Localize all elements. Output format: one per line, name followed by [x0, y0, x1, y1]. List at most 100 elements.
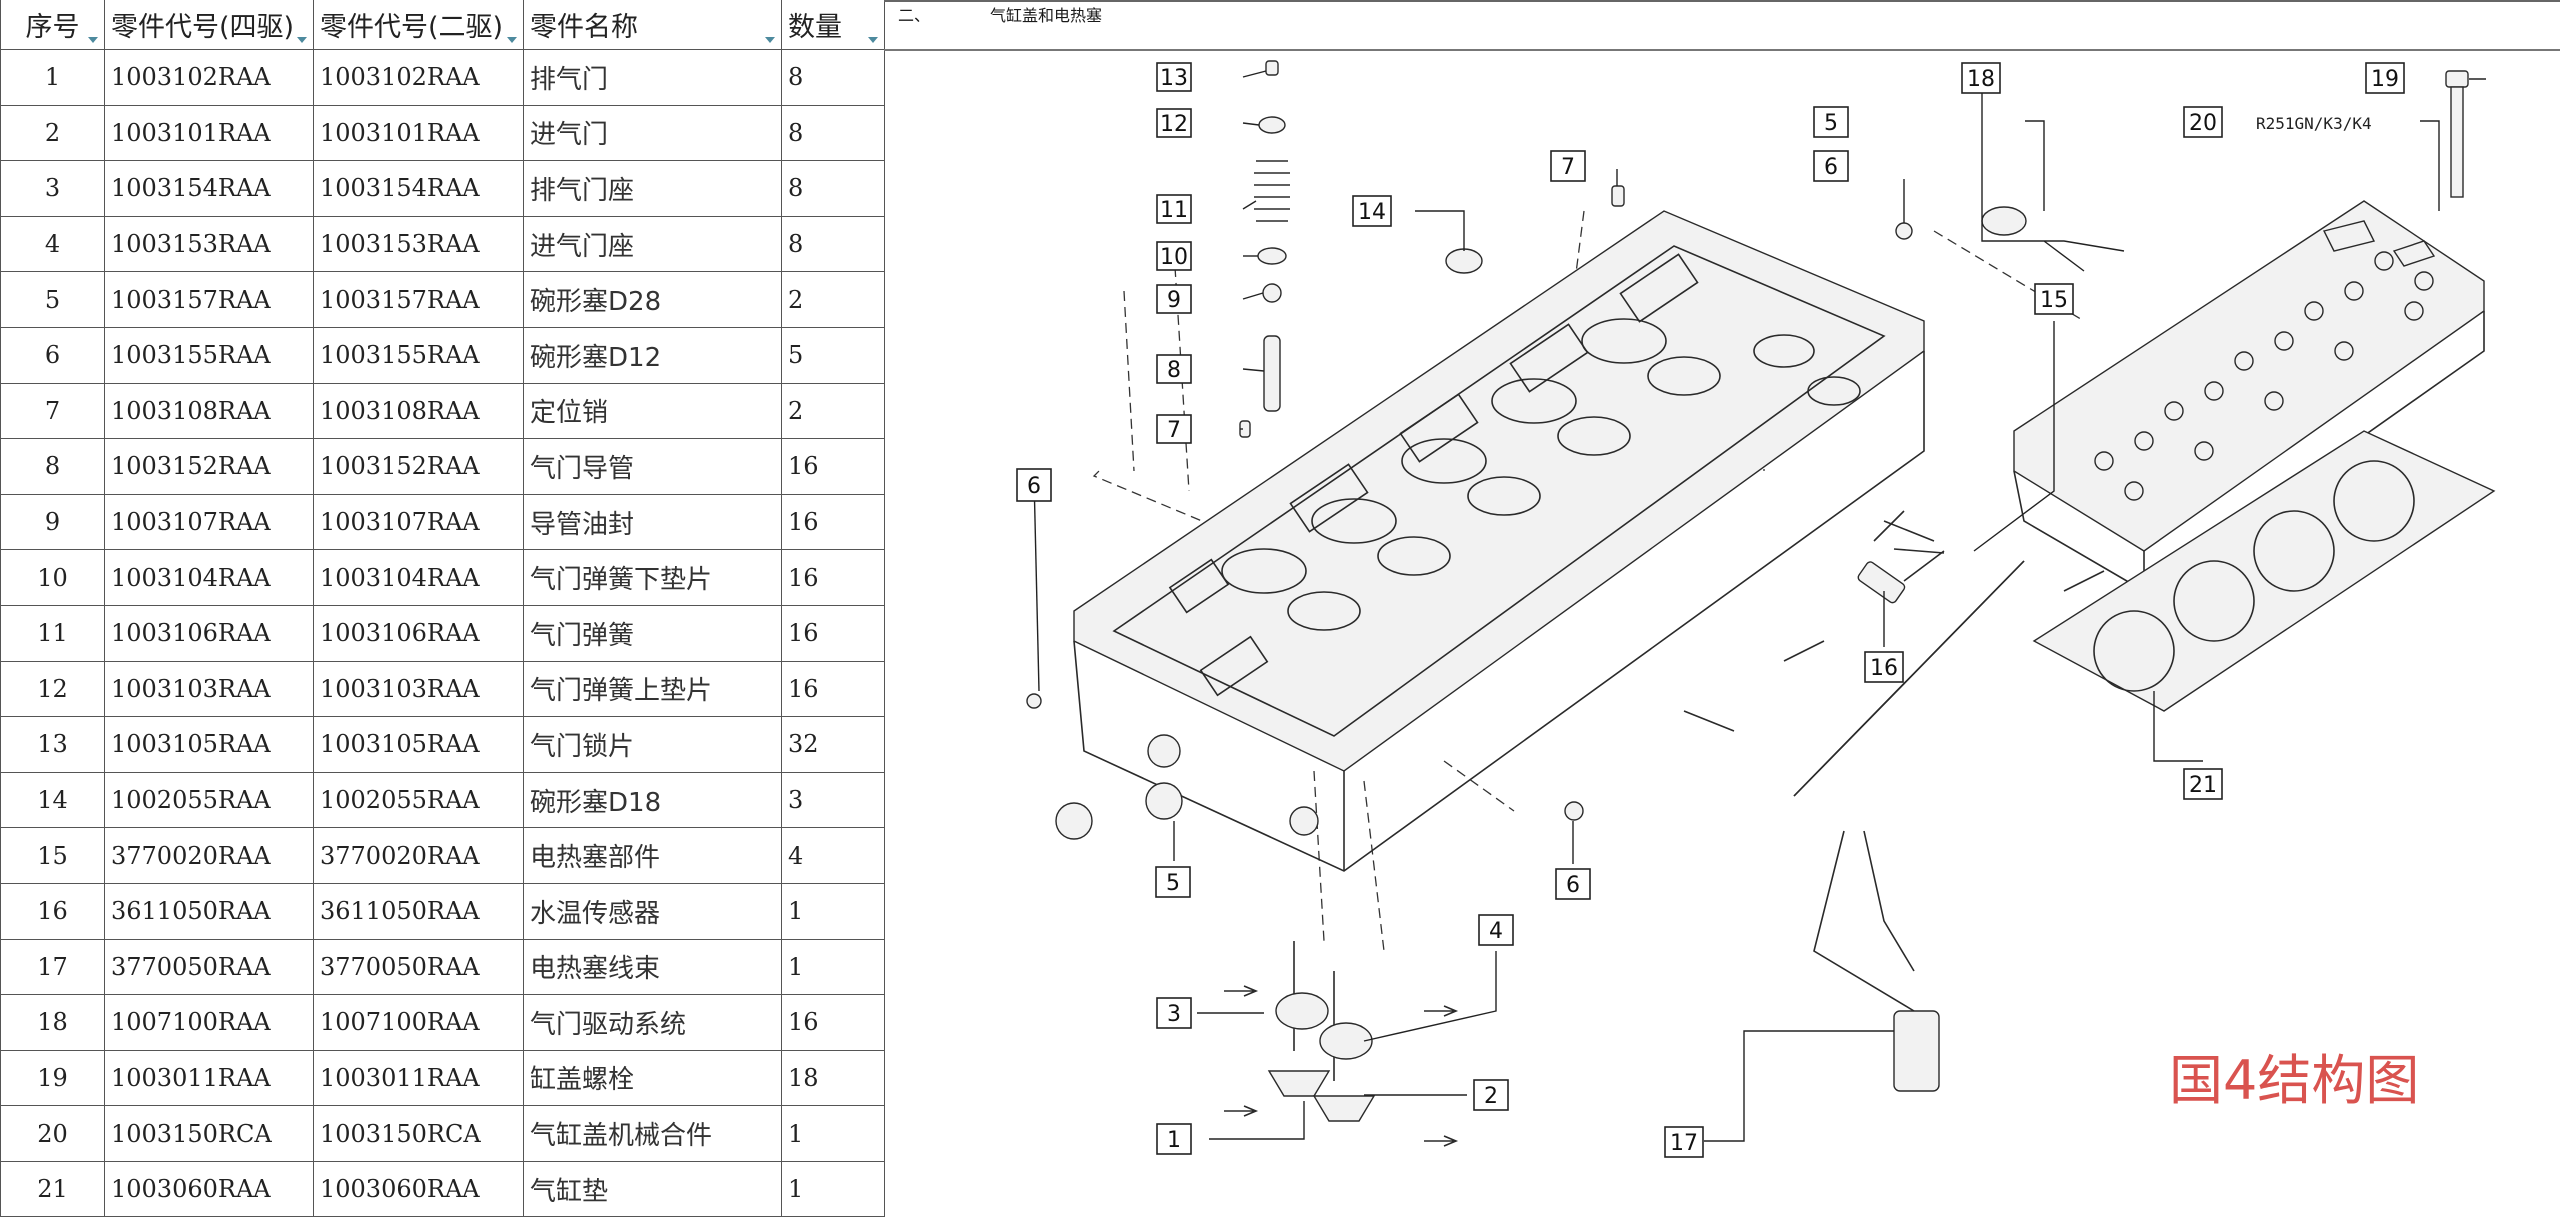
- cell-quantity[interactable]: 8: [781, 104, 885, 162]
- cell-part-code-2wd[interactable]: 1003101RAA: [313, 104, 524, 162]
- cell-part-code-2wd[interactable]: 1003154RAA: [313, 160, 524, 217]
- cell-seq[interactable]: 17: [0, 938, 105, 996]
- cell-part-name[interactable]: 排气门座: [523, 160, 782, 217]
- cell-seq[interactable]: 1: [0, 49, 105, 106]
- cell-seq[interactable]: 11: [0, 604, 105, 662]
- cell-quantity[interactable]: 32: [781, 716, 885, 773]
- filter-dropdown-icon[interactable]: [507, 37, 517, 43]
- cell-part-name[interactable]: 气门驱动系统: [523, 994, 782, 1051]
- cell-part-code-2wd[interactable]: 1002055RAA: [313, 771, 524, 829]
- cell-part-code-4wd[interactable]: 1003104RAA: [104, 549, 314, 606]
- cell-part-code-4wd[interactable]: 1002055RAA: [104, 771, 314, 829]
- cell-seq[interactable]: 18: [0, 994, 105, 1051]
- header-part-code-2wd[interactable]: 零件代号(二驱): [313, 0, 524, 50]
- cell-quantity[interactable]: 16: [781, 438, 885, 495]
- cell-seq[interactable]: 16: [0, 882, 105, 940]
- cell-part-code-2wd[interactable]: 3611050RAA: [313, 882, 524, 940]
- filter-dropdown-icon[interactable]: [868, 37, 878, 43]
- cell-seq[interactable]: 15: [0, 827, 105, 884]
- cell-quantity[interactable]: 18: [781, 1049, 885, 1107]
- cell-part-name[interactable]: 进气门座: [523, 215, 782, 273]
- cell-quantity[interactable]: 1: [781, 882, 885, 940]
- cell-seq[interactable]: 5: [0, 271, 105, 328]
- cell-quantity[interactable]: 1: [781, 1160, 885, 1217]
- cell-part-code-4wd[interactable]: 1003155RAA: [104, 326, 314, 384]
- cell-quantity[interactable]: 16: [781, 994, 885, 1051]
- cell-part-name[interactable]: 碗形塞D28: [523, 271, 782, 328]
- cell-part-name[interactable]: 碗形塞D12: [523, 326, 782, 384]
- cell-seq[interactable]: 19: [0, 1049, 105, 1107]
- cell-part-code-4wd[interactable]: 1003060RAA: [104, 1160, 314, 1217]
- cell-part-code-2wd[interactable]: 1003060RAA: [313, 1160, 524, 1217]
- cell-part-code-4wd[interactable]: 1007100RAA: [104, 994, 314, 1051]
- cell-part-code-4wd[interactable]: 1003102RAA: [104, 49, 314, 106]
- cell-seq[interactable]: 6: [0, 326, 105, 384]
- cell-quantity[interactable]: 2: [781, 271, 885, 328]
- cell-part-code-4wd[interactable]: 1003154RAA: [104, 160, 314, 217]
- cell-part-code-2wd[interactable]: 1003102RAA: [313, 49, 524, 106]
- header-part-name[interactable]: 零件名称: [523, 0, 782, 50]
- cell-part-code-4wd[interactable]: 3770050RAA: [104, 938, 314, 996]
- cell-part-name[interactable]: 气缸垫: [523, 1160, 782, 1217]
- cell-quantity[interactable]: 16: [781, 493, 885, 551]
- cell-part-name[interactable]: 碗形塞D18: [523, 771, 782, 829]
- cell-quantity[interactable]: 3: [781, 771, 885, 829]
- header-seq[interactable]: 序号: [0, 0, 105, 50]
- cell-quantity[interactable]: 1: [781, 1105, 885, 1162]
- header-quantity[interactable]: 数量: [781, 0, 885, 50]
- cell-part-name[interactable]: 气门弹簧下垫片: [523, 549, 782, 606]
- cell-seq[interactable]: 7: [0, 382, 105, 440]
- cell-part-name[interactable]: 气缸盖机械合件: [523, 1105, 782, 1162]
- cell-quantity[interactable]: 16: [781, 604, 885, 662]
- cell-seq[interactable]: 9: [0, 493, 105, 551]
- cell-part-name[interactable]: 水温传感器: [523, 882, 782, 940]
- cell-part-code-4wd[interactable]: 1003106RAA: [104, 604, 314, 662]
- cell-part-code-4wd[interactable]: 1003108RAA: [104, 382, 314, 440]
- cell-seq[interactable]: 8: [0, 438, 105, 495]
- filter-dropdown-icon[interactable]: [765, 37, 775, 43]
- cell-quantity[interactable]: 8: [781, 49, 885, 106]
- cell-part-code-4wd[interactable]: 1003101RAA: [104, 104, 314, 162]
- cell-seq[interactable]: 2: [0, 104, 105, 162]
- cell-part-code-4wd[interactable]: 1003103RAA: [104, 660, 314, 718]
- cell-part-code-4wd[interactable]: 1003105RAA: [104, 716, 314, 773]
- cell-part-name[interactable]: 缸盖螺栓: [523, 1049, 782, 1107]
- cell-part-code-2wd[interactable]: 1003105RAA: [313, 716, 524, 773]
- cell-part-name[interactable]: 气门导管: [523, 438, 782, 495]
- cell-part-code-4wd[interactable]: 1003157RAA: [104, 271, 314, 328]
- header-part-code-4wd[interactable]: 零件代号(四驱): [104, 0, 314, 50]
- cell-seq[interactable]: 3: [0, 160, 105, 217]
- cell-part-code-2wd[interactable]: 1003107RAA: [313, 493, 524, 551]
- cell-part-code-2wd[interactable]: 1007100RAA: [313, 994, 524, 1051]
- cell-part-name[interactable]: 排气门: [523, 49, 782, 106]
- cell-part-code-4wd[interactable]: 3611050RAA: [104, 882, 314, 940]
- filter-dropdown-icon[interactable]: [297, 37, 307, 43]
- cell-seq[interactable]: 12: [0, 660, 105, 718]
- cell-part-code-4wd[interactable]: 1003153RAA: [104, 215, 314, 273]
- cell-part-code-2wd[interactable]: 1003103RAA: [313, 660, 524, 718]
- cell-quantity[interactable]: 16: [781, 660, 885, 718]
- cell-quantity[interactable]: 8: [781, 160, 885, 217]
- cell-quantity[interactable]: 8: [781, 215, 885, 273]
- cell-part-code-4wd[interactable]: 1003011RAA: [104, 1049, 314, 1107]
- cell-part-name[interactable]: 气门弹簧: [523, 604, 782, 662]
- cell-quantity[interactable]: 4: [781, 827, 885, 884]
- cell-seq[interactable]: 4: [0, 215, 105, 273]
- cell-part-code-2wd[interactable]: 1003150RCA: [313, 1105, 524, 1162]
- cell-part-name[interactable]: 进气门: [523, 104, 782, 162]
- cell-seq[interactable]: 10: [0, 549, 105, 606]
- cell-part-name[interactable]: 气门弹簧上垫片: [523, 660, 782, 718]
- cell-part-name[interactable]: 导管油封: [523, 493, 782, 551]
- cell-part-code-2wd[interactable]: 3770050RAA: [313, 938, 524, 996]
- cell-quantity[interactable]: 2: [781, 382, 885, 440]
- cell-part-code-4wd[interactable]: 1003107RAA: [104, 493, 314, 551]
- cell-part-code-2wd[interactable]: 1003104RAA: [313, 549, 524, 606]
- cell-quantity[interactable]: 16: [781, 549, 885, 606]
- cell-seq[interactable]: 13: [0, 716, 105, 773]
- cell-seq[interactable]: 20: [0, 1105, 105, 1162]
- cell-part-code-4wd[interactable]: 3770020RAA: [104, 827, 314, 884]
- cell-part-code-2wd[interactable]: 3770020RAA: [313, 827, 524, 884]
- filter-dropdown-icon[interactable]: [88, 37, 98, 43]
- cell-part-code-2wd[interactable]: 1003155RAA: [313, 326, 524, 384]
- cell-part-code-2wd[interactable]: 1003153RAA: [313, 215, 524, 273]
